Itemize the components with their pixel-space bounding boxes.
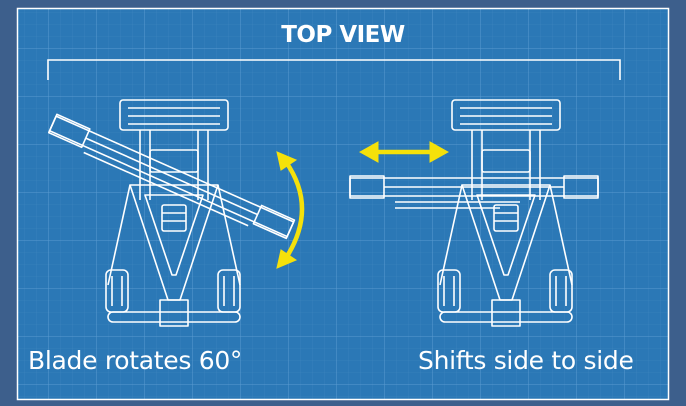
right-machine-drawing (349, 99, 599, 327)
right-caption: Shifts side to side (418, 346, 634, 375)
double-horizontal-arrow-icon (358, 141, 450, 163)
panel-border (16, 7, 670, 401)
title-bracket (47, 59, 621, 80)
left-machine-drawing (47, 99, 296, 327)
left-caption: Blade rotates 60° (28, 346, 243, 375)
diagram-title: TOP VIEW (281, 22, 405, 48)
rotate-arc-arrow-icon (276, 151, 305, 269)
